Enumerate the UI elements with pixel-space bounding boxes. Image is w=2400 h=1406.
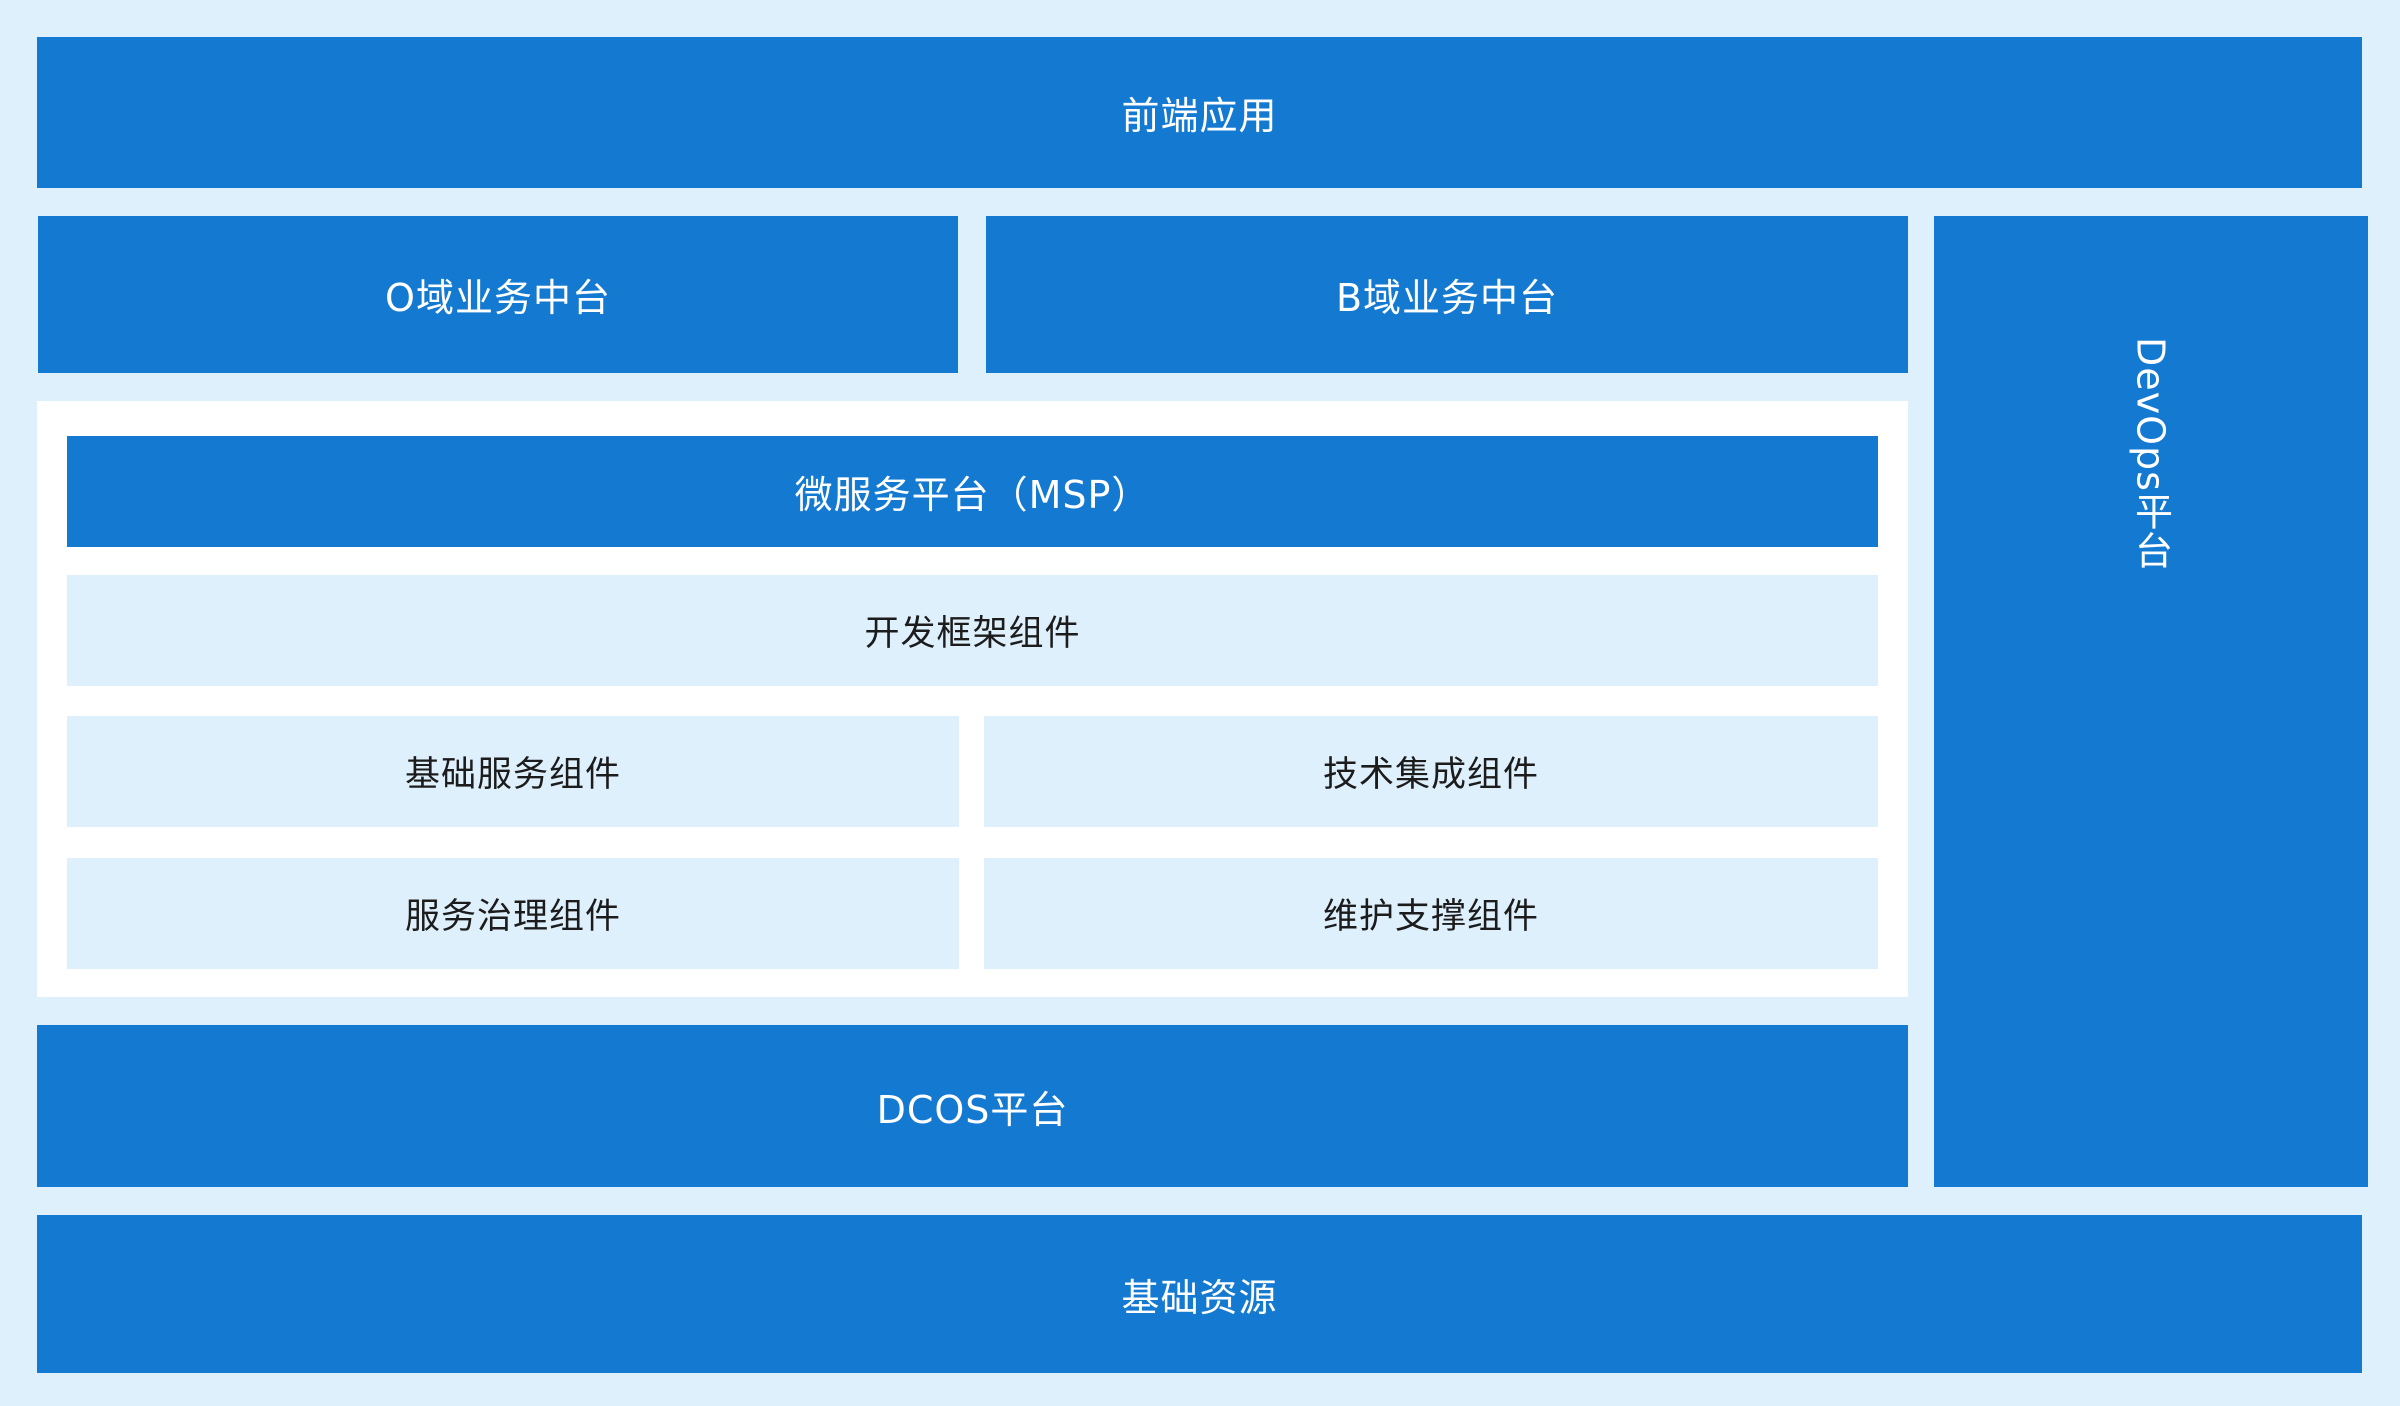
devops-block: DevOps平台 xyxy=(1934,216,2368,1187)
o-domain-label: O域业务中台 xyxy=(385,276,611,320)
tech-integration-block: 技术集成组件 xyxy=(984,716,1878,827)
base-resource-block: 基础资源 xyxy=(37,1215,2362,1373)
dev-framework-block: 开发框架组件 xyxy=(67,575,1878,686)
service-governance-block: 服务治理组件 xyxy=(67,858,959,969)
msp-title-block: 微服务平台（MSP） xyxy=(67,436,1878,547)
tech-integration-label: 技术集成组件 xyxy=(1322,755,1539,795)
basic-service-block: 基础服务组件 xyxy=(67,716,959,827)
dev-framework-label: 开发框架组件 xyxy=(864,614,1081,654)
service-governance-label: 服务治理组件 xyxy=(404,897,621,937)
base-resource-label: 基础资源 xyxy=(1121,1275,1278,1320)
frontend-app-block: 前端应用 xyxy=(37,37,2362,188)
dcos-label: DCOS平台 xyxy=(876,1087,1069,1132)
dcos-block: DCOS平台 xyxy=(37,1025,1908,1187)
devops-label: DevOps平台 xyxy=(2128,337,2173,570)
maintenance-support-block: 维护支撑组件 xyxy=(984,858,1878,969)
maintenance-support-label: 维护支撑组件 xyxy=(1322,897,1539,937)
b-domain-block: B域业务中台 xyxy=(986,216,1908,373)
o-domain-block: O域业务中台 xyxy=(38,216,958,373)
b-domain-label: B域业务中台 xyxy=(1335,276,1559,320)
frontend-app-label: 前端应用 xyxy=(1121,94,1278,138)
basic-service-label: 基础服务组件 xyxy=(404,755,621,795)
msp-title-label: 微服务平台（MSP） xyxy=(794,473,1151,517)
